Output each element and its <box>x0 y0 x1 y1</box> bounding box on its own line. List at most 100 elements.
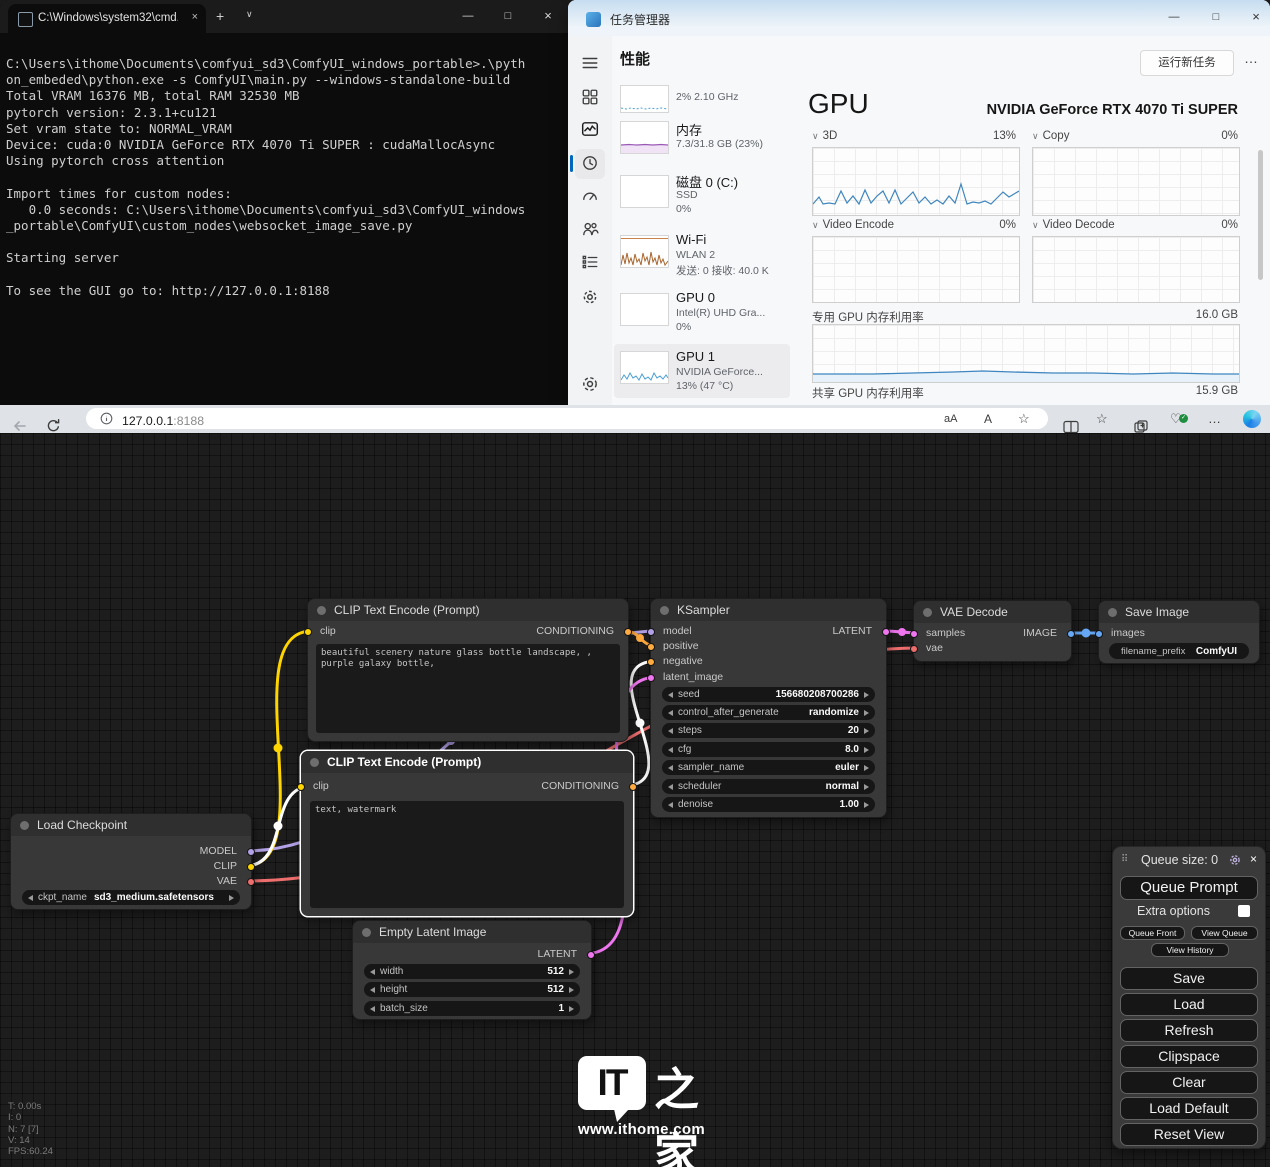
increment-arrow-icon[interactable] <box>569 1005 574 1012</box>
decrement-arrow-icon[interactable] <box>668 746 673 753</box>
startup-apps-icon[interactable] <box>581 187 599 205</box>
increment-arrow-icon[interactable] <box>864 746 869 753</box>
clipspace-button[interactable]: Clipspace <box>1120 1045 1258 1068</box>
port-latent-out[interactable] <box>587 951 595 959</box>
details-icon[interactable] <box>581 253 599 271</box>
tab-close-icon[interactable]: × <box>191 11 198 23</box>
processes-icon[interactable] <box>581 88 599 106</box>
prompt-textarea[interactable]: text, watermark <box>310 801 624 908</box>
comfyui-canvas[interactable]: Load Checkpoint MODEL CLIP VAE ckpt_name… <box>0 433 1270 1167</box>
increment-arrow-icon[interactable] <box>569 986 574 993</box>
increment-arrow-icon[interactable] <box>864 801 869 808</box>
tm-close-button[interactable]: × <box>1252 9 1260 24</box>
copilot-icon[interactable] <box>1243 410 1261 428</box>
node-clip-text-encode-positive[interactable]: CLIP Text Encode (Prompt) clip CONDITION… <box>304 598 632 742</box>
tm-maximize-button[interactable]: □ <box>1212 11 1220 23</box>
settings-icon[interactable] <box>581 375 599 393</box>
back-icon[interactable] <box>12 412 28 440</box>
performance-icon[interactable] <box>581 120 599 138</box>
collapse-dot-icon[interactable] <box>1108 607 1117 617</box>
split-screen-icon[interactable] <box>1063 413 1079 441</box>
info-icon[interactable] <box>100 412 113 425</box>
collapse-dot-icon[interactable] <box>362 927 371 937</box>
tm-scrollbar[interactable] <box>1258 150 1263 280</box>
port-image-out[interactable] <box>1067 630 1075 638</box>
port-clip-in[interactable] <box>297 783 305 791</box>
collections-icon[interactable] <box>1134 413 1149 441</box>
collapse-dot-icon[interactable] <box>317 605 326 615</box>
read-aloud-icon[interactable]: A <box>984 411 993 426</box>
decrement-arrow-icon[interactable] <box>668 727 673 734</box>
decrement-arrow-icon[interactable] <box>370 968 375 975</box>
increment-arrow-icon[interactable] <box>864 764 869 771</box>
node-load-checkpoint[interactable]: Load Checkpoint MODEL CLIP VAE ckpt_name… <box>10 813 255 910</box>
terminal-close-button[interactable]: × <box>544 8 552 23</box>
close-icon[interactable]: × <box>1249 852 1257 866</box>
prompt-textarea[interactable]: beautiful scenery nature glass bottle la… <box>316 644 620 733</box>
tm-minimize-button[interactable]: — <box>1168 11 1180 23</box>
view-history-button[interactable]: View History <box>1151 943 1229 957</box>
run-new-task-button[interactable]: 运行新任务 <box>1140 50 1234 76</box>
increment-arrow-icon[interactable] <box>569 968 574 975</box>
increment-arrow-icon[interactable] <box>864 727 869 734</box>
node-save-image[interactable]: Save Image images filename_prefix ComfyU… <box>1095 600 1260 664</box>
refresh-button[interactable]: Refresh <box>1120 1019 1258 1042</box>
port-model-in[interactable] <box>647 628 655 636</box>
terminal-tab[interactable]: C:\Windows\system32\cmd.e × <box>8 4 206 33</box>
port-conditioning-out[interactable] <box>629 783 637 791</box>
collapse-dot-icon[interactable] <box>20 820 29 830</box>
decrement-arrow-icon[interactable] <box>668 764 673 771</box>
reset-view-button[interactable]: Reset View <box>1120 1123 1258 1146</box>
extra-options-checkbox[interactable] <box>1238 905 1250 917</box>
terminal-maximize-button[interactable]: □ <box>504 10 512 22</box>
increment-arrow-icon[interactable] <box>864 691 869 698</box>
port-model-out[interactable] <box>247 848 255 856</box>
decrement-arrow-icon[interactable] <box>28 894 33 901</box>
port-clip-in[interactable] <box>304 628 312 636</box>
port-vae-out[interactable] <box>247 878 255 886</box>
collapse-dot-icon[interactable] <box>923 607 932 617</box>
collapse-dot-icon[interactable] <box>660 605 669 615</box>
refresh-icon[interactable] <box>46 412 61 440</box>
port-images-in[interactable] <box>1095 630 1103 638</box>
favorites-icon[interactable]: ☆ <box>1018 410 1030 426</box>
drag-handle-icon[interactable]: ⠿ <box>1121 854 1129 865</box>
port-clip-out[interactable] <box>247 863 255 871</box>
increment-arrow-icon[interactable] <box>864 783 869 790</box>
browser-essentials-icon[interactable]: ♡✓ <box>1170 411 1188 426</box>
port-latent-image-in[interactable] <box>647 674 655 682</box>
port-conditioning-out[interactable] <box>624 628 632 636</box>
favorites-hub-icon[interactable]: ☆ <box>1096 411 1108 426</box>
save-button[interactable]: Save <box>1120 967 1258 990</box>
port-vae-in[interactable] <box>910 645 918 653</box>
decrement-arrow-icon[interactable] <box>370 1005 375 1012</box>
view-queue-button[interactable]: View Queue <box>1191 926 1258 940</box>
clear-button[interactable]: Clear <box>1120 1071 1258 1094</box>
settings-gear-icon[interactable] <box>1229 854 1241 866</box>
decrement-arrow-icon[interactable] <box>370 986 375 993</box>
load-button[interactable]: Load <box>1120 993 1258 1016</box>
collapse-dot-icon[interactable] <box>310 757 319 767</box>
increment-arrow-icon[interactable] <box>229 894 234 901</box>
node-clip-text-encode-negative[interactable]: CLIP Text Encode (Prompt) clip CONDITION… <box>297 750 637 917</box>
port-negative-in[interactable] <box>647 658 655 666</box>
port-samples-in[interactable] <box>910 630 918 638</box>
decrement-arrow-icon[interactable] <box>668 801 673 808</box>
port-latent-out[interactable] <box>882 628 890 636</box>
menu-icon[interactable] <box>581 54 599 72</box>
tm-more-button[interactable]: … <box>1244 50 1258 66</box>
address-bar[interactable]: 127.0.0.1:8188 aA A ☆ <box>86 408 1048 429</box>
node-ksampler[interactable]: KSampler model positive negative latent_… <box>647 598 890 818</box>
load-default-button[interactable]: Load Default <box>1120 1097 1258 1120</box>
decrement-arrow-icon[interactable] <box>668 691 673 698</box>
